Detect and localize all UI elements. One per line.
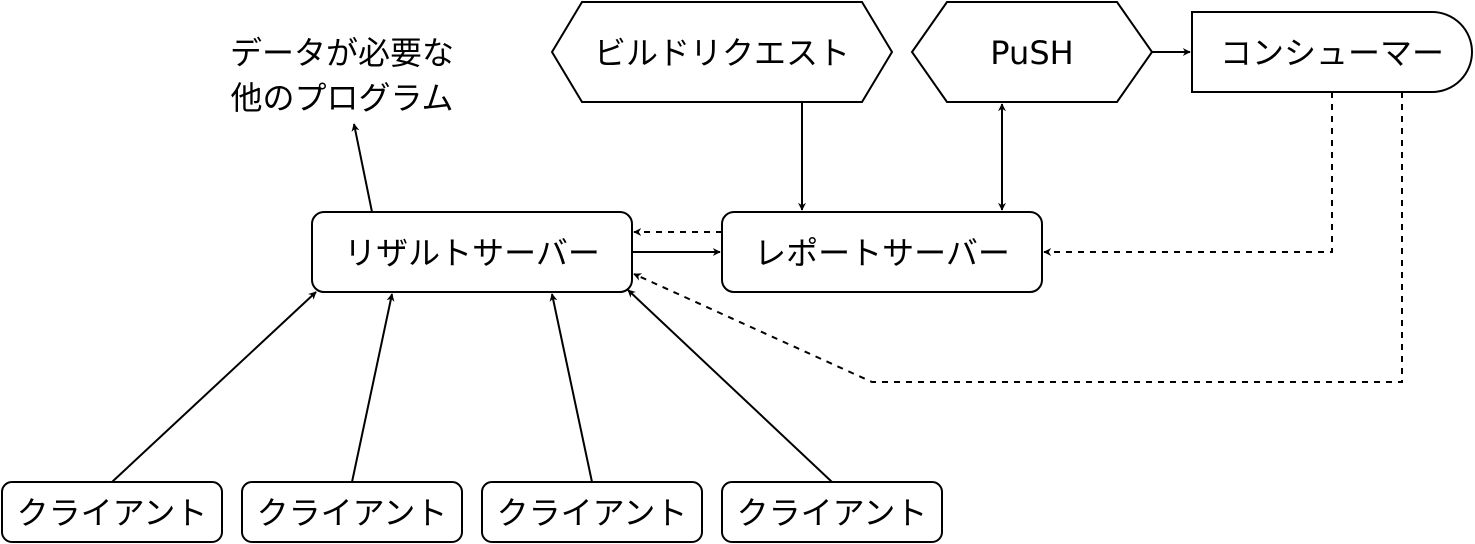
- client-label: クライアント: [17, 494, 208, 532]
- node-client-3[interactable]: クライアント: [481, 481, 703, 543]
- push-label: PuSH: [990, 34, 1073, 72]
- client-shape[interactable]: [1, 481, 223, 543]
- node-consumer[interactable]: コンシューマー: [1191, 11, 1474, 93]
- edge-result-to-other-programs: [351, 123, 373, 213]
- edge-consumer-to-result-dashed: [633, 92, 1403, 383]
- client-label: クライアント: [257, 494, 448, 532]
- node-build-request[interactable]: ビルドリクエスト: [550, 0, 894, 103]
- edge-client-3-to-result: [549, 293, 593, 483]
- node-other-programs: データが必要な 他のプログラム: [230, 34, 454, 117]
- build-request-shape[interactable]: [550, 0, 894, 103]
- report-server-label: レポートサーバー: [754, 234, 1010, 272]
- node-report-server[interactable]: レポートサーバー: [721, 211, 1043, 293]
- node-client-1[interactable]: クライアント: [1, 481, 223, 543]
- client-shape[interactable]: [721, 481, 943, 543]
- edge-client-4-to-result: [627, 289, 833, 483]
- edge-client-1-to-result: [111, 291, 317, 483]
- node-client-2[interactable]: クライアント: [241, 481, 463, 543]
- node-result-server[interactable]: リザルトサーバー: [311, 211, 633, 293]
- consumer-shape[interactable]: [1191, 11, 1474, 93]
- consumer-label: コンシューマー: [1220, 34, 1444, 72]
- report-server-shape[interactable]: [721, 211, 1043, 293]
- node-client-4[interactable]: クライアント: [721, 481, 943, 543]
- result-server-label: リザルトサーバー: [344, 234, 600, 272]
- node-push[interactable]: PuSH: [910, 1, 1154, 103]
- other-programs-line1: データが必要な: [230, 34, 454, 72]
- push-shape[interactable]: [910, 1, 1154, 103]
- client-label: クライアント: [737, 494, 928, 532]
- edge-client-2-to-result: [351, 293, 395, 483]
- client-shape[interactable]: [241, 481, 463, 543]
- result-server-shape[interactable]: [311, 211, 633, 293]
- client-shape[interactable]: [481, 481, 703, 543]
- client-label: クライアント: [497, 494, 688, 532]
- edge-consumer-to-report-dashed: [1043, 92, 1333, 256]
- other-programs-line2: 他のプログラム: [230, 79, 453, 117]
- build-request-label: ビルドリクエスト: [594, 34, 850, 72]
